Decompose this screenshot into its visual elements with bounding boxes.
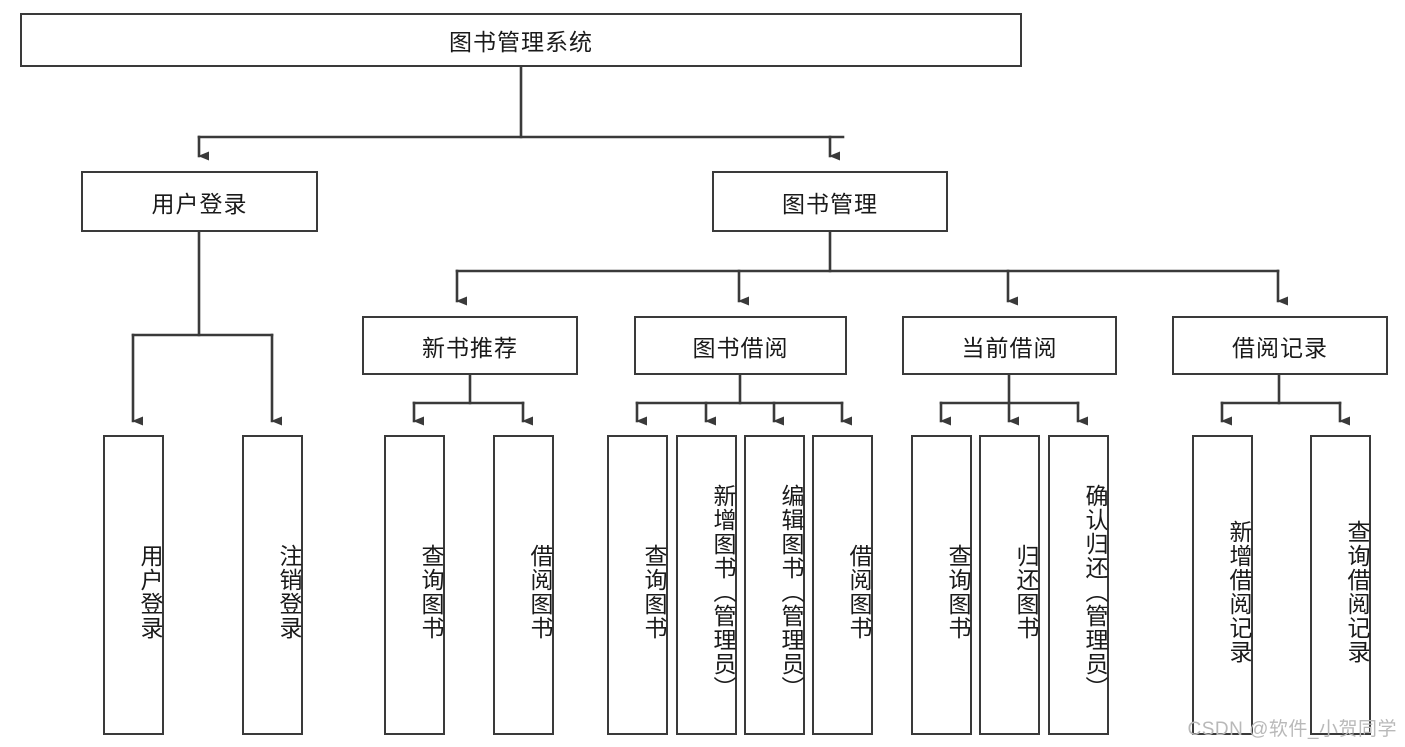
node-leaf-borrow-book-1-label: 借阅图书 bbox=[527, 544, 553, 640]
node-book-borrow-label: 图书借阅 bbox=[692, 334, 789, 361]
node-new-book-rec-label: 新书推荐 bbox=[422, 334, 518, 361]
node-leaf-add-book[interactable]: 新增图书（管理员） bbox=[676, 435, 737, 735]
node-leaf-return-book-label: 归还图书 bbox=[1013, 544, 1039, 640]
node-leaf-query-book-2-label: 查询图书 bbox=[641, 544, 667, 640]
node-leaf-query-record-label: 查询借阅记录 bbox=[1344, 520, 1370, 664]
node-current-borrow-label: 当前借阅 bbox=[961, 334, 1058, 361]
node-leaf-add-record-label: 新增借阅记录 bbox=[1226, 520, 1252, 664]
node-borrow-record[interactable]: 借阅记录 bbox=[1172, 316, 1388, 375]
node-root[interactable]: 图书管理系统 bbox=[20, 13, 1022, 67]
node-borrow-record-label: 借阅记录 bbox=[1232, 334, 1328, 361]
node-leaf-edit-book-label: 编辑图书（管理员） bbox=[778, 484, 804, 700]
node-leaf-add-record[interactable]: 新增借阅记录 bbox=[1192, 435, 1253, 735]
node-current-borrow[interactable]: 当前借阅 bbox=[902, 316, 1117, 375]
node-leaf-query-book-2[interactable]: 查询图书 bbox=[607, 435, 668, 735]
node-leaf-user-login-label: 用户登录 bbox=[137, 544, 163, 640]
node-leaf-confirm-return[interactable]: 确认归还（管理员） bbox=[1048, 435, 1109, 735]
node-leaf-user-logout-label: 注销登录 bbox=[276, 544, 302, 640]
node-book-manage-label: 图书管理 bbox=[782, 190, 878, 217]
node-leaf-query-book-3-label: 查询图书 bbox=[945, 544, 971, 640]
node-user-login[interactable]: 用户登录 bbox=[81, 171, 318, 232]
node-new-book-rec[interactable]: 新书推荐 bbox=[362, 316, 578, 375]
node-leaf-add-book-label: 新增图书（管理员） bbox=[710, 484, 736, 700]
node-leaf-borrow-book-2[interactable]: 借阅图书 bbox=[812, 435, 873, 735]
node-leaf-query-book-3[interactable]: 查询图书 bbox=[911, 435, 972, 735]
node-leaf-edit-book[interactable]: 编辑图书（管理员） bbox=[744, 435, 805, 735]
node-user-login-label: 用户登录 bbox=[151, 190, 248, 217]
csdn-watermark: CSDN @软件_小贺同学 bbox=[1187, 719, 1397, 740]
node-leaf-borrow-book-2-label: 借阅图书 bbox=[846, 544, 872, 640]
node-leaf-query-record[interactable]: 查询借阅记录 bbox=[1310, 435, 1371, 735]
node-leaf-user-login[interactable]: 用户登录 bbox=[103, 435, 164, 735]
node-leaf-borrow-book-1[interactable]: 借阅图书 bbox=[493, 435, 554, 735]
node-book-manage[interactable]: 图书管理 bbox=[712, 171, 948, 232]
node-leaf-user-logout[interactable]: 注销登录 bbox=[242, 435, 303, 735]
node-leaf-query-book-1[interactable]: 查询图书 bbox=[384, 435, 445, 735]
node-book-borrow[interactable]: 图书借阅 bbox=[634, 316, 847, 375]
node-leaf-query-book-1-label: 查询图书 bbox=[418, 544, 444, 640]
node-root-label: 图书管理系统 bbox=[449, 29, 593, 55]
node-leaf-return-book[interactable]: 归还图书 bbox=[979, 435, 1040, 735]
node-leaf-confirm-return-label: 确认归还（管理员） bbox=[1082, 484, 1108, 700]
